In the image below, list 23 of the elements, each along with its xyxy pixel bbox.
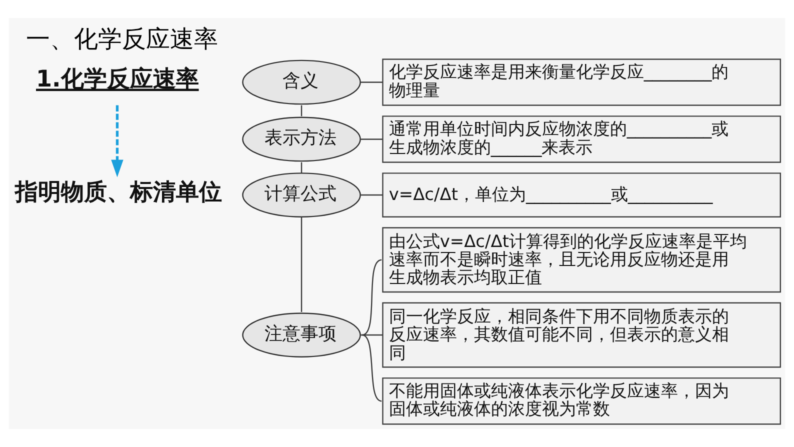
node-ellipse: 注意事项 (242, 312, 361, 358)
connector (360, 82, 383, 83)
connector (362, 259, 382, 336)
connector (300, 162, 302, 174)
node-box: 由公式v=Δc/Δt计算得到的化学反应速率是平均速率而不是瞬时速率，且无论用反应物还是用生成物表示均取正值 (382, 227, 782, 293)
node-ellipse: 含义 (242, 60, 361, 105)
node-box: 通常用单位时间内反应物浓度的__________或生成物浓度的______来表示 (382, 116, 782, 163)
connector (362, 334, 382, 402)
connector (360, 194, 383, 196)
node-box: 不能用固体或纯液体表示化学反应速率，因为固体或纯液体的浓度视为常数 (382, 377, 782, 425)
connector (360, 138, 383, 140)
node-text: 指明物质、标清单位 (14, 179, 222, 206)
connector (300, 105, 302, 116)
node-box: 同一化学反应，相同条件下用不同物质表示的反应速率，其数值可能不同，但表示的意义相同 (382, 302, 782, 368)
node-box: v=Δc/Δt，单位为__________或__________ (382, 172, 782, 218)
arrow (111, 105, 124, 178)
node-ellipse: 计算公式 (242, 172, 361, 218)
diagram-title: 一、化学反应速率 (26, 24, 218, 54)
node-box: 化学反应速率是用来衡量化学反应________的物理量 (382, 58, 782, 106)
node-text: 1.化学反应速率 (36, 66, 199, 93)
connector (360, 334, 383, 336)
connector (300, 216, 302, 312)
node-ellipse: 表示方法 (242, 116, 361, 162)
